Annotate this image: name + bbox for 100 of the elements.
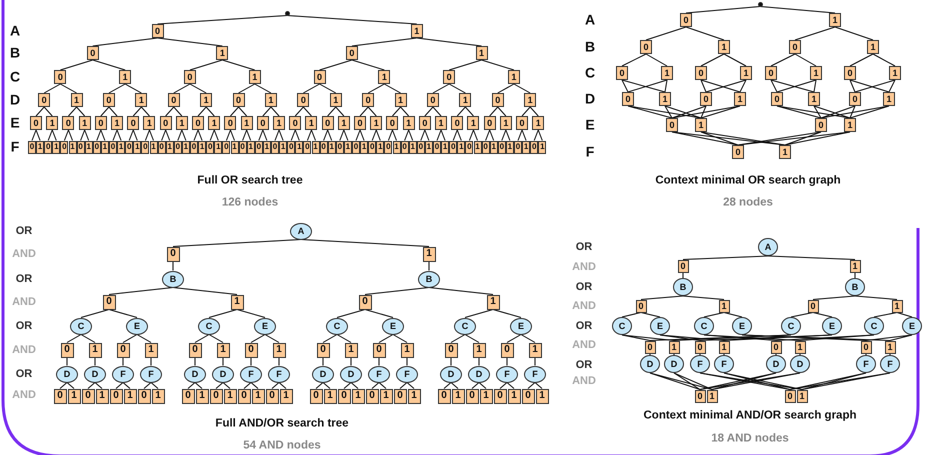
connector-line <box>628 106 672 118</box>
value-node: 1 <box>68 140 76 154</box>
connector-line <box>157 15 288 24</box>
value-node: 0 <box>303 140 312 154</box>
value-node: 0 <box>680 13 692 27</box>
variable-node: E <box>510 318 532 334</box>
connector-line <box>802 372 866 390</box>
connector-line <box>68 106 78 116</box>
value-node: 0 <box>30 116 42 130</box>
value-node: 0 <box>616 66 628 80</box>
connector-line <box>327 130 332 141</box>
connector-line <box>472 130 478 141</box>
connector-line <box>456 106 466 116</box>
value-node: 1 <box>119 70 132 84</box>
row-label: C <box>10 69 20 85</box>
connector-line <box>238 84 256 94</box>
variable-node: C <box>454 318 476 334</box>
value-node: 1 <box>252 388 264 404</box>
connector-line <box>776 106 850 118</box>
connector-line <box>372 382 380 389</box>
value-node: 1 <box>376 140 384 154</box>
connector-line <box>416 38 482 46</box>
connector-line <box>351 38 418 46</box>
value-node: 0 <box>190 140 198 154</box>
connector-line <box>319 60 352 70</box>
value-node: 1 <box>538 140 546 154</box>
value-node: 0 <box>238 388 250 404</box>
connector-line <box>68 130 73 141</box>
value-node: 0 <box>516 116 528 130</box>
value-node: 0 <box>271 140 279 154</box>
value-node: 1 <box>467 116 480 130</box>
value-node: 1 <box>472 342 486 358</box>
value-node: 1 <box>312 140 320 154</box>
variable-node: D <box>468 366 490 382</box>
value-node: 1 <box>200 93 212 107</box>
value-node: 1 <box>111 116 124 130</box>
value-node: 1 <box>500 116 512 130</box>
connector-line <box>384 84 402 94</box>
variable-node: D <box>56 366 78 382</box>
value-node: 0 <box>310 388 322 404</box>
connector-line <box>66 357 68 366</box>
value-node: 1 <box>486 294 500 310</box>
connector-line <box>650 372 700 390</box>
connector-line <box>294 130 300 141</box>
value-node: 1 <box>441 140 450 154</box>
value-node: 0 <box>314 70 326 84</box>
value-node: 1 <box>695 118 707 132</box>
level-label: OR <box>576 320 592 332</box>
variable-node: F <box>368 366 390 382</box>
connector-line <box>112 130 118 141</box>
connector-line <box>100 130 106 141</box>
value-node: 0 <box>54 388 66 404</box>
connector-line <box>376 130 381 141</box>
connector-line <box>497 106 506 116</box>
connector-line <box>682 272 684 278</box>
connector-line <box>172 261 174 271</box>
value-node: 0 <box>514 140 522 154</box>
value-node: 0 <box>224 116 236 130</box>
connector-line <box>489 106 498 116</box>
value-node: 0 <box>694 340 706 354</box>
variable-node: D <box>766 355 786 373</box>
connector-line <box>161 130 166 141</box>
value-node: 0 <box>352 140 360 154</box>
row-label: E <box>585 117 595 133</box>
value-node: 0 <box>466 388 478 404</box>
value-node: 1 <box>380 388 392 404</box>
level-label: AND <box>572 260 596 274</box>
connector-line <box>360 130 365 141</box>
value-node: 1 <box>480 388 492 404</box>
connector-line <box>664 106 672 118</box>
connector-line <box>323 130 328 141</box>
connector-line <box>392 130 397 141</box>
value-node: 1 <box>867 40 879 54</box>
connector-line <box>854 272 856 278</box>
value-node: 0 <box>815 118 827 132</box>
value-node: 1 <box>150 140 158 154</box>
connector-line <box>64 130 69 141</box>
connector-line <box>854 296 898 300</box>
value-node: 1 <box>295 140 304 154</box>
level-label: OR <box>16 272 32 286</box>
connector-line <box>100 106 110 116</box>
value-node: 1 <box>883 92 895 106</box>
connector-line <box>368 84 385 94</box>
connector-line <box>327 106 336 116</box>
value-node: 0 <box>102 93 115 107</box>
connector-line <box>622 80 666 92</box>
value-node: 0 <box>256 116 269 130</box>
value-node: 0 <box>206 140 214 154</box>
variable-node: F <box>856 355 876 373</box>
variable-node: E <box>650 317 670 335</box>
connector-line <box>424 130 430 141</box>
connector-line <box>230 130 235 141</box>
connector-line <box>464 309 494 318</box>
connector-line <box>343 130 348 141</box>
value-node: 1 <box>402 116 415 130</box>
value-node: 0 <box>494 388 506 404</box>
connector-line <box>640 296 684 300</box>
connector-line <box>258 130 264 141</box>
connector-line <box>80 334 96 343</box>
connector-line <box>66 382 74 389</box>
